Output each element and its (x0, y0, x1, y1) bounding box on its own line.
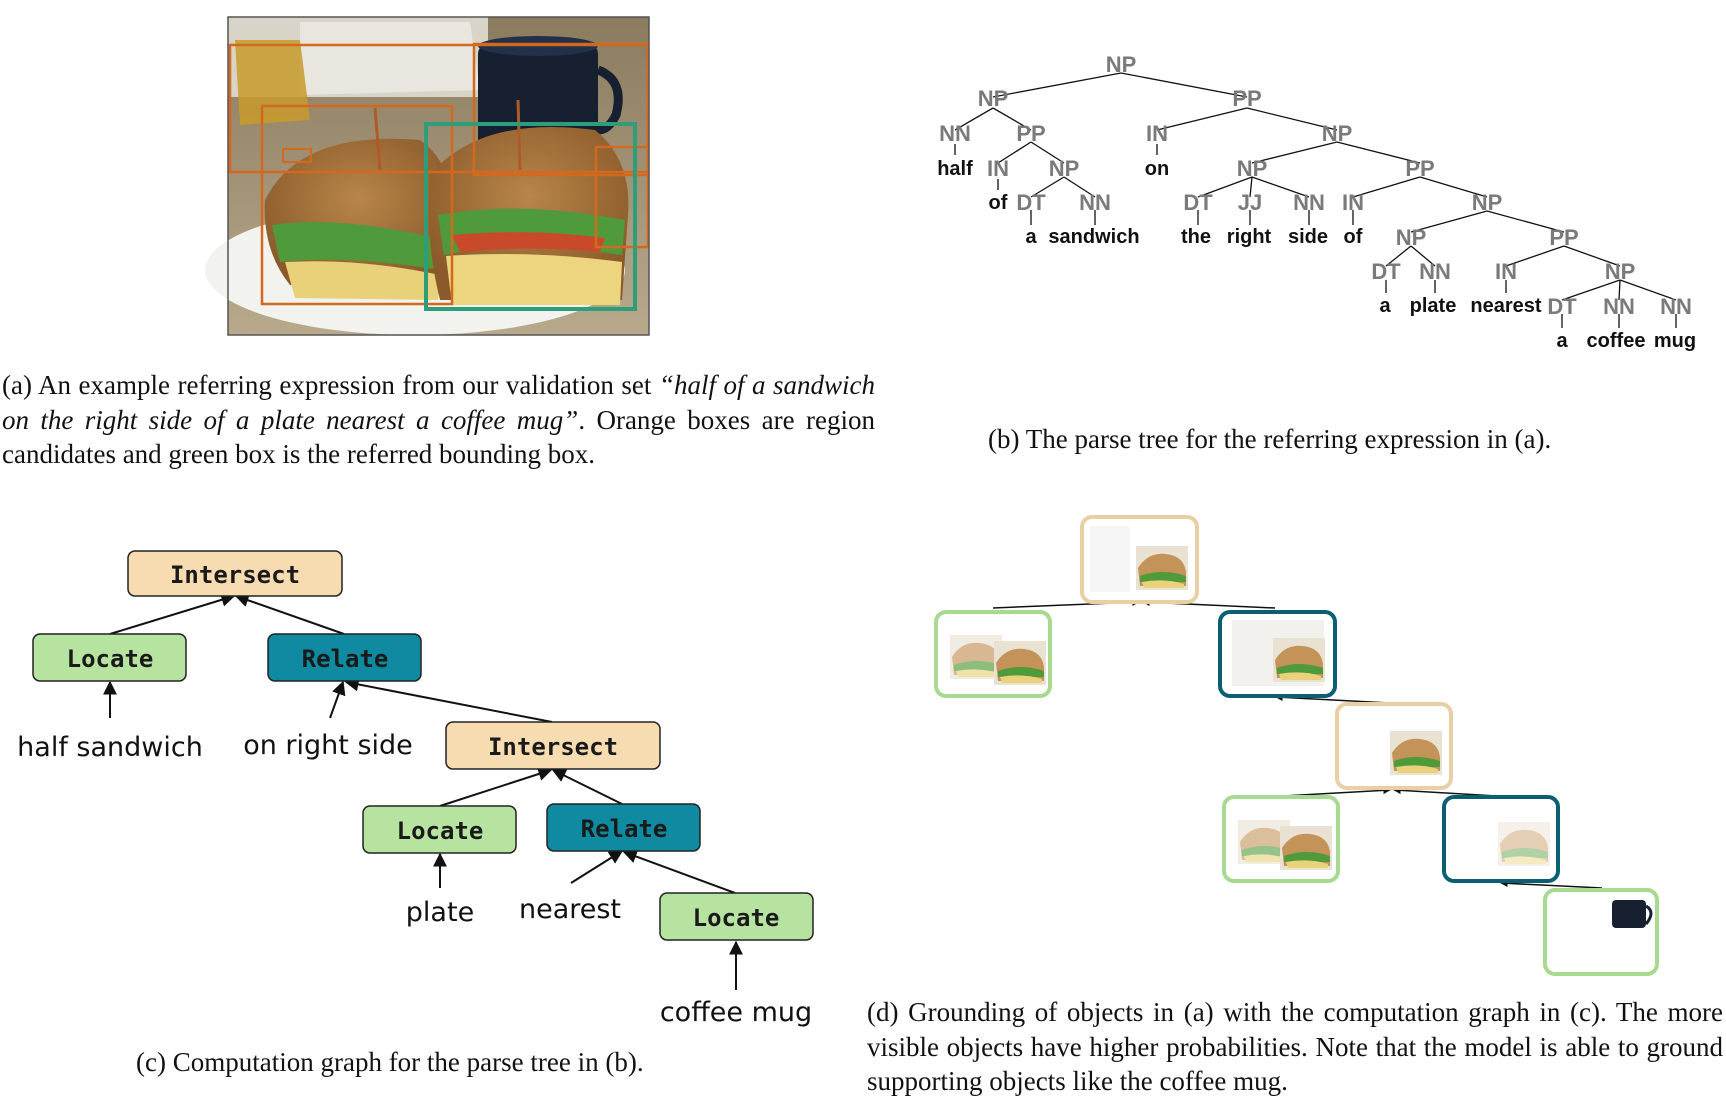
tree-word: on (1145, 158, 1169, 180)
grounding-node-locate (1543, 888, 1659, 976)
tree-node-in: IN (987, 156, 1009, 181)
tree-word: the (1181, 226, 1211, 248)
tree-word: plate (1410, 295, 1457, 317)
phrase-label: on right side (243, 730, 413, 761)
grounding-node-locate (1222, 795, 1340, 883)
parse-tree (954, 72, 1677, 328)
tree-node-in: IN (1495, 259, 1517, 284)
caption-c: (c) Computation graph for the parse tree… (136, 1047, 644, 1077)
tree-node-dt: DT (1016, 190, 1046, 215)
caption-b: (b) The parse tree for the referring exp… (988, 424, 1552, 454)
tree-node-in: IN (1342, 190, 1364, 215)
tree-node-nn: NN (1660, 294, 1692, 319)
relate-node (546, 803, 701, 852)
computation-graph: Intersect Locate Relate Intersect Locate… (17, 550, 814, 1028)
phrase-label: nearest (519, 894, 621, 925)
intersect-node (445, 721, 661, 770)
tree-node-np: NP (978, 86, 1009, 111)
tree-node-pp: PP (1232, 86, 1261, 111)
tree-node-np: NP (1472, 190, 1503, 215)
tree-node-np: NP (1237, 156, 1268, 181)
tree-node-nn: NN (1293, 190, 1325, 215)
intersect-node-label: Intersect (488, 733, 618, 761)
grounding-node-intersect (1335, 702, 1453, 790)
tree-word: mug (1654, 330, 1696, 352)
locate-node-label: Locate (397, 817, 484, 845)
example-photo (205, 16, 650, 336)
tree-word: nearest (1470, 295, 1541, 317)
relate-node-label: Relate (581, 815, 668, 843)
tree-word: a (1379, 295, 1391, 317)
locate-node (659, 892, 814, 941)
tree-node-pp: PP (1016, 121, 1045, 146)
tree-node-np: NP (1049, 156, 1080, 181)
locate-node-label: Locate (693, 904, 780, 932)
tree-word: of (1344, 226, 1363, 248)
caption-a: (a) An example referring expression from… (2, 368, 875, 472)
locate-node (32, 633, 187, 682)
tree-node-nn: NN (1419, 259, 1451, 284)
relate-node (267, 633, 422, 682)
tree-node-pp: PP (1405, 156, 1434, 181)
tree-word: side (1288, 226, 1328, 248)
grounding-node-intersect-root (1080, 515, 1199, 604)
caption-a-quote: “half of a sandwich on the right side of… (2, 370, 875, 435)
grounding-node-locate (934, 610, 1052, 698)
caption-a-suffix: . Orange boxes are region candidates and… (2, 404, 875, 470)
grounding-node-relate (1442, 795, 1560, 883)
tree-word: a (1025, 226, 1037, 248)
tree-word: right (1227, 226, 1272, 248)
tree-word: coffee (1587, 330, 1646, 352)
grounding-graph (934, 515, 1659, 976)
intersect-node-label: Intersect (170, 561, 300, 589)
phrase-label: half sandwich (17, 732, 203, 763)
tree-node-nn: NN (1603, 294, 1635, 319)
tree-node-np: NP (1322, 121, 1353, 146)
tree-node-dt: DT (1183, 190, 1213, 215)
tree-word: sandwich (1048, 226, 1139, 248)
locate-node-label: Locate (67, 645, 154, 673)
phrase-label: plate (406, 897, 474, 928)
tree-node-dt: DT (1371, 259, 1401, 284)
tree-word: half (937, 158, 973, 180)
tree-node-in: IN (1146, 121, 1168, 146)
caption-a-prefix: (a) An example referring expression from… (2, 370, 659, 400)
tree-word: a (1556, 330, 1568, 352)
tree-word: of (989, 192, 1008, 214)
tree-node-nn: NN (939, 121, 971, 146)
locate-node (362, 805, 517, 854)
tree-node-nn: NN (1079, 190, 1111, 215)
tree-node-np: NP (1605, 259, 1636, 284)
tree-node-root: NP (1106, 52, 1137, 77)
relate-node-label: Relate (302, 645, 389, 673)
caption-d: (d) Grounding of objects in (a) with the… (867, 997, 1723, 1096)
tree-node-pp: PP (1549, 225, 1578, 250)
intersect-node (127, 550, 343, 597)
grounding-node-relate (1218, 610, 1337, 698)
phrase-label: coffee mug (660, 997, 812, 1028)
parse-tree-labels: NP NP PP NN PP IN NP DT NN IN NP NP PP D… (937, 52, 1696, 352)
tree-node-np: NP (1396, 225, 1427, 250)
tree-node-jj: JJ (1238, 190, 1262, 215)
tree-node-dt: DT (1547, 294, 1577, 319)
